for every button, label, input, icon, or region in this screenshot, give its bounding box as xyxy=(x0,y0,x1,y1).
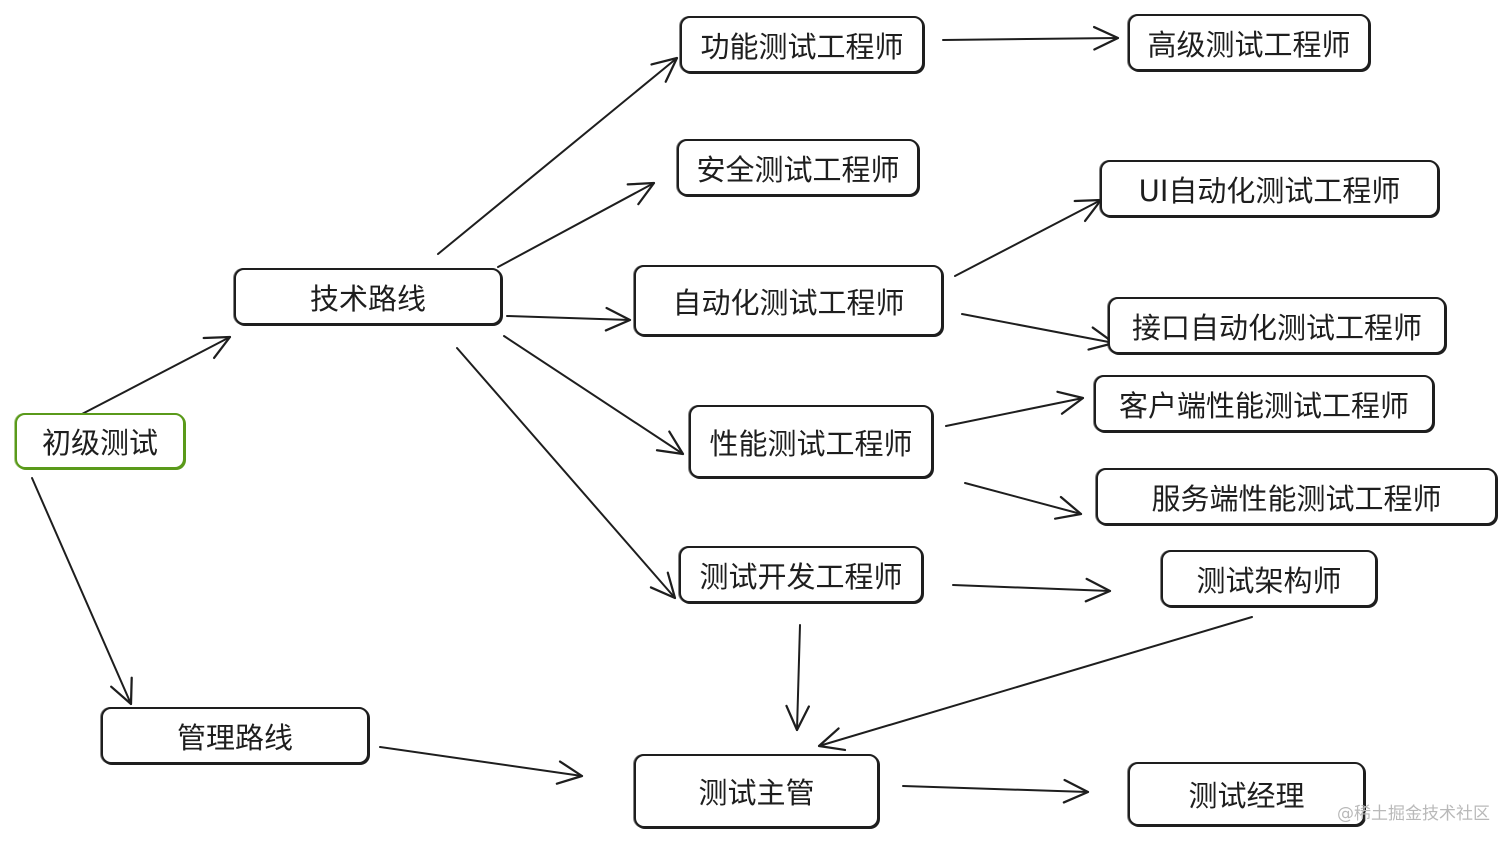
node-ui-automation-test-engineer: UI自动化测试工程师 xyxy=(1100,160,1439,217)
node-label: 技术路线 xyxy=(309,281,426,316)
node-security-test-engineer: 安全测试工程师 xyxy=(677,139,919,196)
edge-chuji-to-jishu xyxy=(81,335,232,415)
watermark: @稀土掘金技术社区 xyxy=(1337,804,1490,824)
node-test-supervisor: 测试主管 xyxy=(634,754,879,828)
node-senior-test-engineer: 高级测试工程师 xyxy=(1128,14,1370,71)
edge-zidonghua-to-ui xyxy=(954,198,1103,277)
node-api-automation-test-engineer: 接口自动化测试工程师 xyxy=(1108,297,1446,354)
node-entry-level-testing: 初级测试 xyxy=(15,413,185,469)
node-label: 客户端性能测试工程师 xyxy=(1118,388,1409,423)
node-server-performance-test-engineer: 服务端性能测试工程师 xyxy=(1096,468,1497,525)
edge-xingneng-to-kehuduan xyxy=(945,390,1085,427)
node-label: 测试经理 xyxy=(1188,779,1305,813)
node-management-track: 管理路线 xyxy=(101,707,369,764)
edge-kaifa-to-zhuguan xyxy=(785,624,810,732)
node-label: 功能测试工程师 xyxy=(700,29,904,64)
node-label: 高级测试工程师 xyxy=(1147,27,1351,62)
edge-zhuguan-to-jingli xyxy=(902,778,1090,804)
node-test-manager: 测试经理 xyxy=(1128,762,1365,826)
edge-guanli-to-zhuguan xyxy=(379,746,584,785)
node-label: 自动化测试工程师 xyxy=(672,285,905,320)
node-label: 测试开发工程师 xyxy=(699,559,903,594)
node-label: 接口自动化测试工程师 xyxy=(1131,310,1422,345)
edge-gongneng-to-gaoji xyxy=(942,25,1120,51)
node-label: 测试架构师 xyxy=(1196,563,1342,598)
edge-chuji-to-guanli xyxy=(31,477,133,706)
node-test-architect: 测试架构师 xyxy=(1161,550,1377,607)
edge-xingneng-to-fuwuduan xyxy=(964,482,1083,520)
edge-kaifa-to-jiagou xyxy=(952,577,1112,603)
node-label: 安全测试工程师 xyxy=(696,152,900,187)
node-label: 管理路线 xyxy=(176,720,293,755)
node-label: 初级测试 xyxy=(41,426,158,460)
edge-jishu-to-kaifa xyxy=(456,347,677,600)
node-client-performance-test-engineer: 客户端性能测试工程师 xyxy=(1094,375,1434,432)
edge-jiagou-to-zhuguan xyxy=(817,616,1253,752)
node-test-development-engineer: 测试开发工程师 xyxy=(679,546,923,603)
node-performance-test-engineer: 性能测试工程师 xyxy=(689,405,933,478)
node-label: 测试主管 xyxy=(698,776,815,810)
node-automation-test-engineer: 自动化测试工程师 xyxy=(634,265,943,336)
node-label: UI自动化测试工程师 xyxy=(1138,173,1401,208)
edge-zidonghua-to-jiekou xyxy=(961,313,1116,351)
node-label: 性能测试工程师 xyxy=(709,426,913,461)
edge-jishu-to-xingneng xyxy=(503,335,685,456)
node-functional-test-engineer: 功能测试工程师 xyxy=(680,16,924,73)
node-label: 服务端性能测试工程师 xyxy=(1151,481,1442,516)
edge-jishu-to-gongneng xyxy=(437,56,679,255)
edge-jishu-to-anquan xyxy=(497,181,656,268)
node-technical-track: 技术路线 xyxy=(234,268,502,325)
edge-jishu-to-zidonghua xyxy=(506,306,632,332)
